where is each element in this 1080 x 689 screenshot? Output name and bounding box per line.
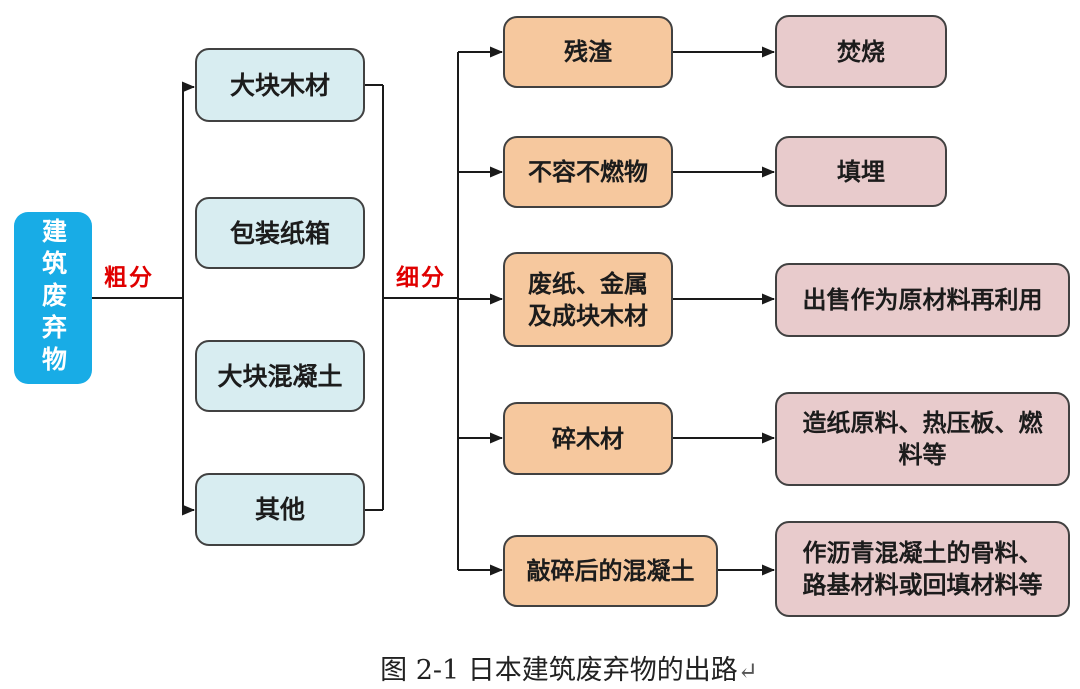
- node-residue-label: 残渣: [564, 37, 612, 67]
- node-paper-metal-wood-label: 废纸、金属及成块木材: [528, 268, 648, 330]
- figure-caption-text: 图 2-1 日本建筑废弃物的出路: [380, 655, 738, 686]
- node-large-concrete: 大块混凝土: [195, 340, 365, 412]
- branch-label-fine: 细分: [396, 264, 446, 291]
- node-construction-waste-label: 建筑废弃物: [38, 218, 68, 378]
- node-packaging-cartons-label: 包装纸箱: [229, 218, 330, 248]
- node-resale-as-raw-material: 出售作为原材料再利用: [775, 263, 1070, 337]
- node-wood-chips-label: 碎木材: [552, 423, 624, 453]
- node-paper-board-fuel-label: 造纸原料、热压板、燃料等: [802, 408, 1043, 469]
- node-large-wood: 大块木材: [195, 48, 365, 122]
- paragraph-return-mark: ↵: [737, 657, 758, 685]
- node-incineration: 焚烧: [775, 15, 947, 88]
- node-crushed-concrete-label: 敲碎后的混凝土: [526, 556, 695, 586]
- node-construction-waste: 建筑废弃物: [14, 212, 92, 384]
- figure-caption: 图 2-1 日本建筑废弃物的出路↵: [0, 648, 1080, 687]
- node-incombustible-label: 不容不燃物: [528, 157, 648, 187]
- node-others: 其他: [195, 473, 365, 546]
- node-paper-board-fuel: 造纸原料、热压板、燃料等: [775, 392, 1070, 486]
- node-landfill-label: 填埋: [837, 156, 885, 186]
- node-landfill: 填埋: [775, 136, 947, 207]
- node-large-concrete-label: 大块混凝土: [217, 361, 343, 391]
- node-incineration-label: 焚烧: [837, 36, 885, 66]
- node-crushed-concrete: 敲碎后的混凝土: [503, 535, 718, 607]
- node-residue: 残渣: [503, 16, 673, 88]
- branch-label-coarse: 粗分: [104, 264, 154, 291]
- node-packaging-cartons: 包装纸箱: [195, 197, 365, 269]
- node-incombustible: 不容不燃物: [503, 136, 673, 208]
- node-wood-chips: 碎木材: [503, 402, 673, 475]
- node-aggregate-roadbed-backfill: 作沥青混凝土的骨料、路基材料或回填材料等: [775, 521, 1070, 617]
- node-resale-as-raw-material-label: 出售作为原材料再利用: [802, 285, 1043, 315]
- node-aggregate-roadbed-backfill-label: 作沥青混凝土的骨料、路基材料或回填材料等: [802, 538, 1043, 599]
- node-large-wood-label: 大块木材: [229, 70, 330, 100]
- node-paper-metal-wood: 废纸、金属及成块木材: [503, 252, 673, 347]
- node-others-label: 其他: [254, 495, 305, 524]
